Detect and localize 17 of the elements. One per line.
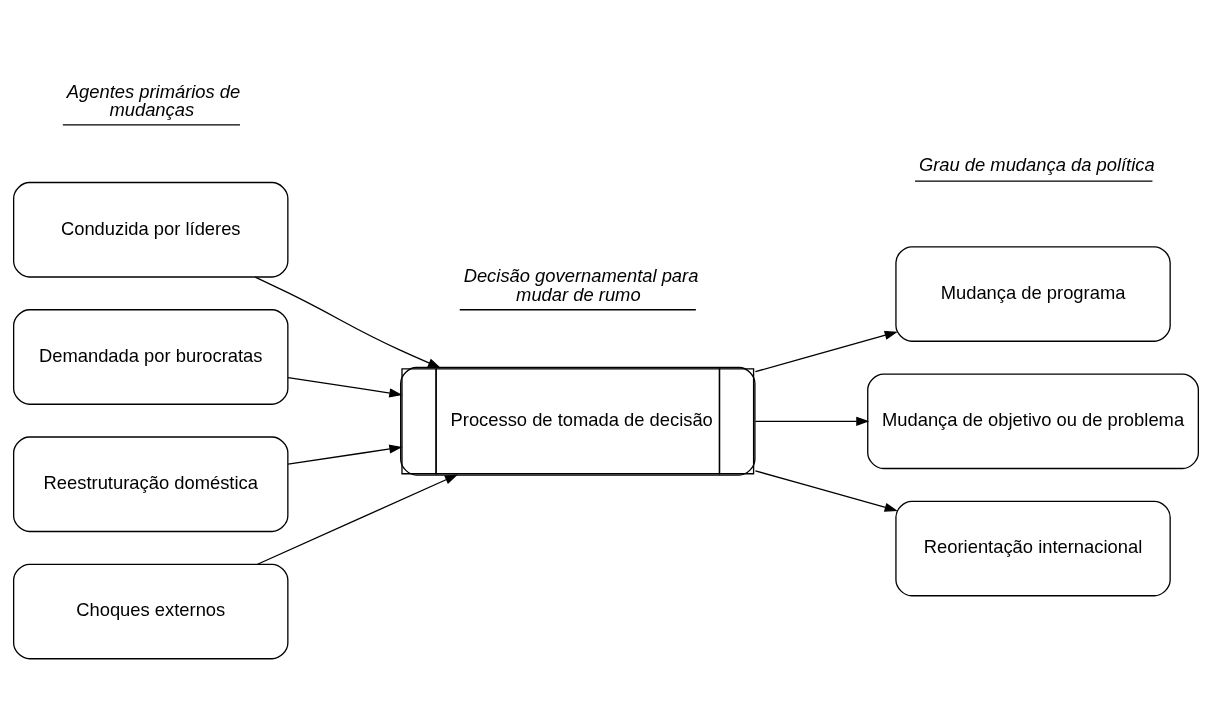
arrow bbox=[754, 330, 898, 372]
node-box: Conduzida por líderes bbox=[13, 181, 289, 278]
arrow bbox=[287, 444, 403, 465]
arrow bbox=[287, 376, 403, 397]
arrow bbox=[256, 473, 458, 565]
arrow bbox=[754, 416, 870, 426]
node-box: Choques externos bbox=[13, 563, 289, 659]
arrow bbox=[754, 469, 898, 512]
node-box: Reorientação internacional bbox=[895, 500, 1171, 596]
node-box: Mudança de programa bbox=[895, 245, 1171, 342]
node-box: Mudança de objetivo ou de problema bbox=[867, 372, 1199, 469]
node-box: Reestruturação doméstica bbox=[13, 435, 289, 532]
arrow bbox=[254, 275, 442, 368]
node-box: Demandada por burocratas bbox=[13, 308, 289, 405]
label: Grau de mudança da política bbox=[918, 153, 1155, 175]
label: Decisão governamental para mudar de rumo bbox=[463, 264, 699, 305]
label: Agentes primários de mudanças bbox=[66, 79, 241, 120]
